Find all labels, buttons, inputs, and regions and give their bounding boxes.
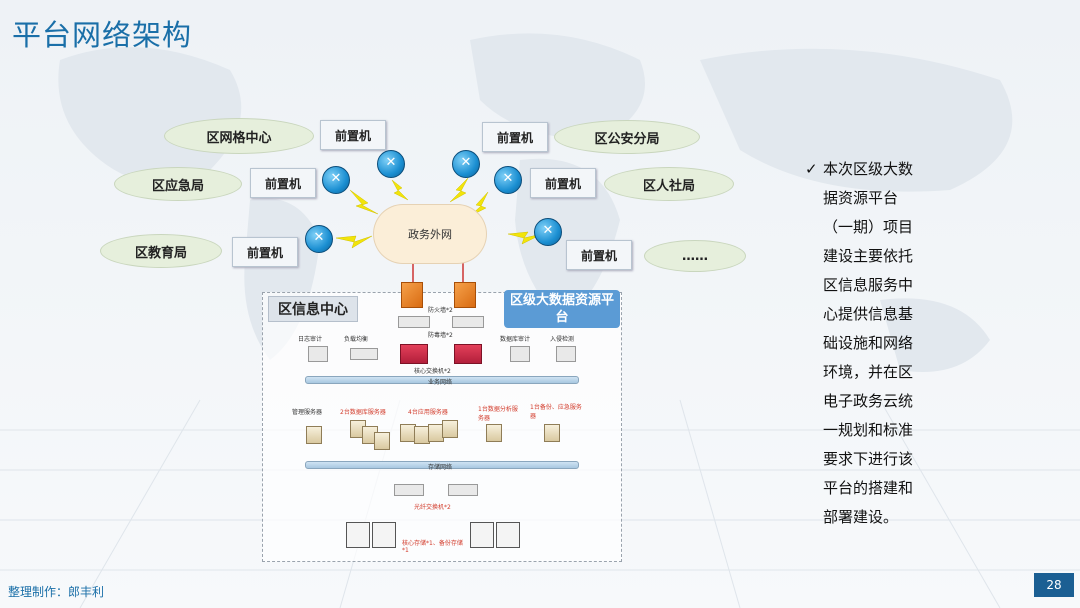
side-line: 要求下进行该 — [823, 450, 914, 468]
agency-grid-center: 区网格中心 — [164, 118, 314, 154]
front-machine-2: 前置机 — [482, 122, 548, 152]
load-balance-label: 负载均衡 — [344, 336, 369, 343]
side-line: 环境，并在区 — [823, 363, 914, 381]
side-line: 一规划和标准 — [823, 421, 914, 439]
router-icon — [305, 225, 333, 253]
router-icon — [452, 150, 480, 178]
page-title: 平台网络架构 — [12, 18, 193, 52]
log-audit-label: 日志审计 — [298, 336, 323, 343]
server-icon — [486, 424, 502, 442]
side-line: 础设施和网络 — [823, 334, 914, 352]
side-line: （一期）项目 — [823, 218, 914, 236]
intrusion-icon — [556, 346, 576, 362]
front-machine-6: 前置机 — [566, 240, 632, 270]
router-icon — [322, 166, 350, 194]
router-icon — [377, 150, 405, 178]
business-network-bus — [305, 376, 579, 384]
platform-label: 区级大数据资源平台 — [504, 290, 620, 328]
db-audit-label: 数据库审计 — [500, 336, 531, 343]
mgmt-server-label: 管理服务器 — [292, 409, 323, 416]
storage-label: 核心存储*1、备份存储*1 — [402, 540, 463, 554]
intrusion-label: 入侵检测 — [550, 336, 575, 343]
front-machine-1: 前置机 — [320, 120, 386, 150]
antivirus-device-icon — [398, 316, 430, 328]
load-balance-icon — [350, 348, 378, 360]
side-line: 心提供信息基 — [823, 305, 914, 323]
analysis-server-label: 1台数据分析服务器 — [478, 406, 518, 422]
core-switch-icon — [400, 344, 428, 364]
core-switch-label: 核心交换机*2 — [414, 368, 451, 375]
side-line: 区信息服务中 — [823, 276, 914, 294]
checkmark-icon: ✓ — [805, 160, 818, 178]
side-line: 部署建设。 — [823, 508, 899, 526]
side-line: 平台的搭建和 — [823, 479, 914, 497]
db-audit-icon — [510, 346, 530, 362]
firewall-icon — [401, 282, 423, 308]
firewall-icon — [454, 282, 476, 308]
app-servers-label: 4台应用服务器 — [408, 409, 448, 416]
storage-network-label: 存储网络 — [428, 464, 453, 471]
server-icon — [374, 432, 390, 450]
storage-array-icon — [372, 522, 396, 548]
agency-more: …… — [644, 240, 746, 272]
footer-credit: 整理制作：郎丰利 — [8, 585, 105, 599]
side-line: 电子政务云统 — [823, 392, 914, 410]
antivirus-label: 防毒墙*2 — [428, 332, 453, 339]
fiber-switch-icon — [394, 484, 424, 496]
storage-network-bus — [305, 461, 579, 469]
side-line: 据资源平台 — [823, 189, 899, 207]
server-icon — [306, 426, 322, 444]
front-machine-5: 前置机 — [232, 237, 298, 267]
storage-array-icon — [346, 522, 370, 548]
front-machine-3: 前置机 — [250, 168, 316, 198]
antivirus-device-icon — [452, 316, 484, 328]
server-icon — [544, 424, 560, 442]
side-description: ✓ 本次区级大数 据资源平台 （一期）项目 建设主要依托 区信息服务中 心提供信… — [805, 155, 935, 532]
db-servers-label: 2台数据库服务器 — [340, 409, 386, 416]
storage-array-icon — [496, 522, 520, 548]
agency-emergency: 区应急局 — [114, 167, 242, 201]
front-machine-4: 前置机 — [530, 168, 596, 198]
server-icon — [442, 420, 458, 438]
router-icon — [494, 166, 522, 194]
backup-server-label: 1台备份、应急服务器 — [530, 404, 582, 420]
side-line: 本次区级大数 — [823, 160, 914, 178]
agency-public-security: 区公安分局 — [554, 120, 700, 154]
log-audit-icon — [308, 346, 328, 362]
fiber-switch-label: 光纤交换机*2 — [414, 504, 451, 511]
page-number: 28 — [1034, 573, 1074, 597]
business-network-label: 业务网络 — [428, 379, 453, 386]
firewall-label: 防火墙*2 — [428, 307, 453, 314]
agency-hr-social: 区人社局 — [604, 167, 734, 201]
side-line: 建设主要依托 — [823, 247, 914, 265]
agency-education: 区教育局 — [100, 234, 222, 268]
info-center-label: 区信息中心 — [268, 296, 358, 322]
router-icon — [534, 218, 562, 246]
fiber-switch-icon — [448, 484, 478, 496]
core-switch-icon — [454, 344, 482, 364]
storage-array-icon — [470, 522, 494, 548]
gov-extranet-cloud: 政务外网 — [374, 205, 486, 263]
